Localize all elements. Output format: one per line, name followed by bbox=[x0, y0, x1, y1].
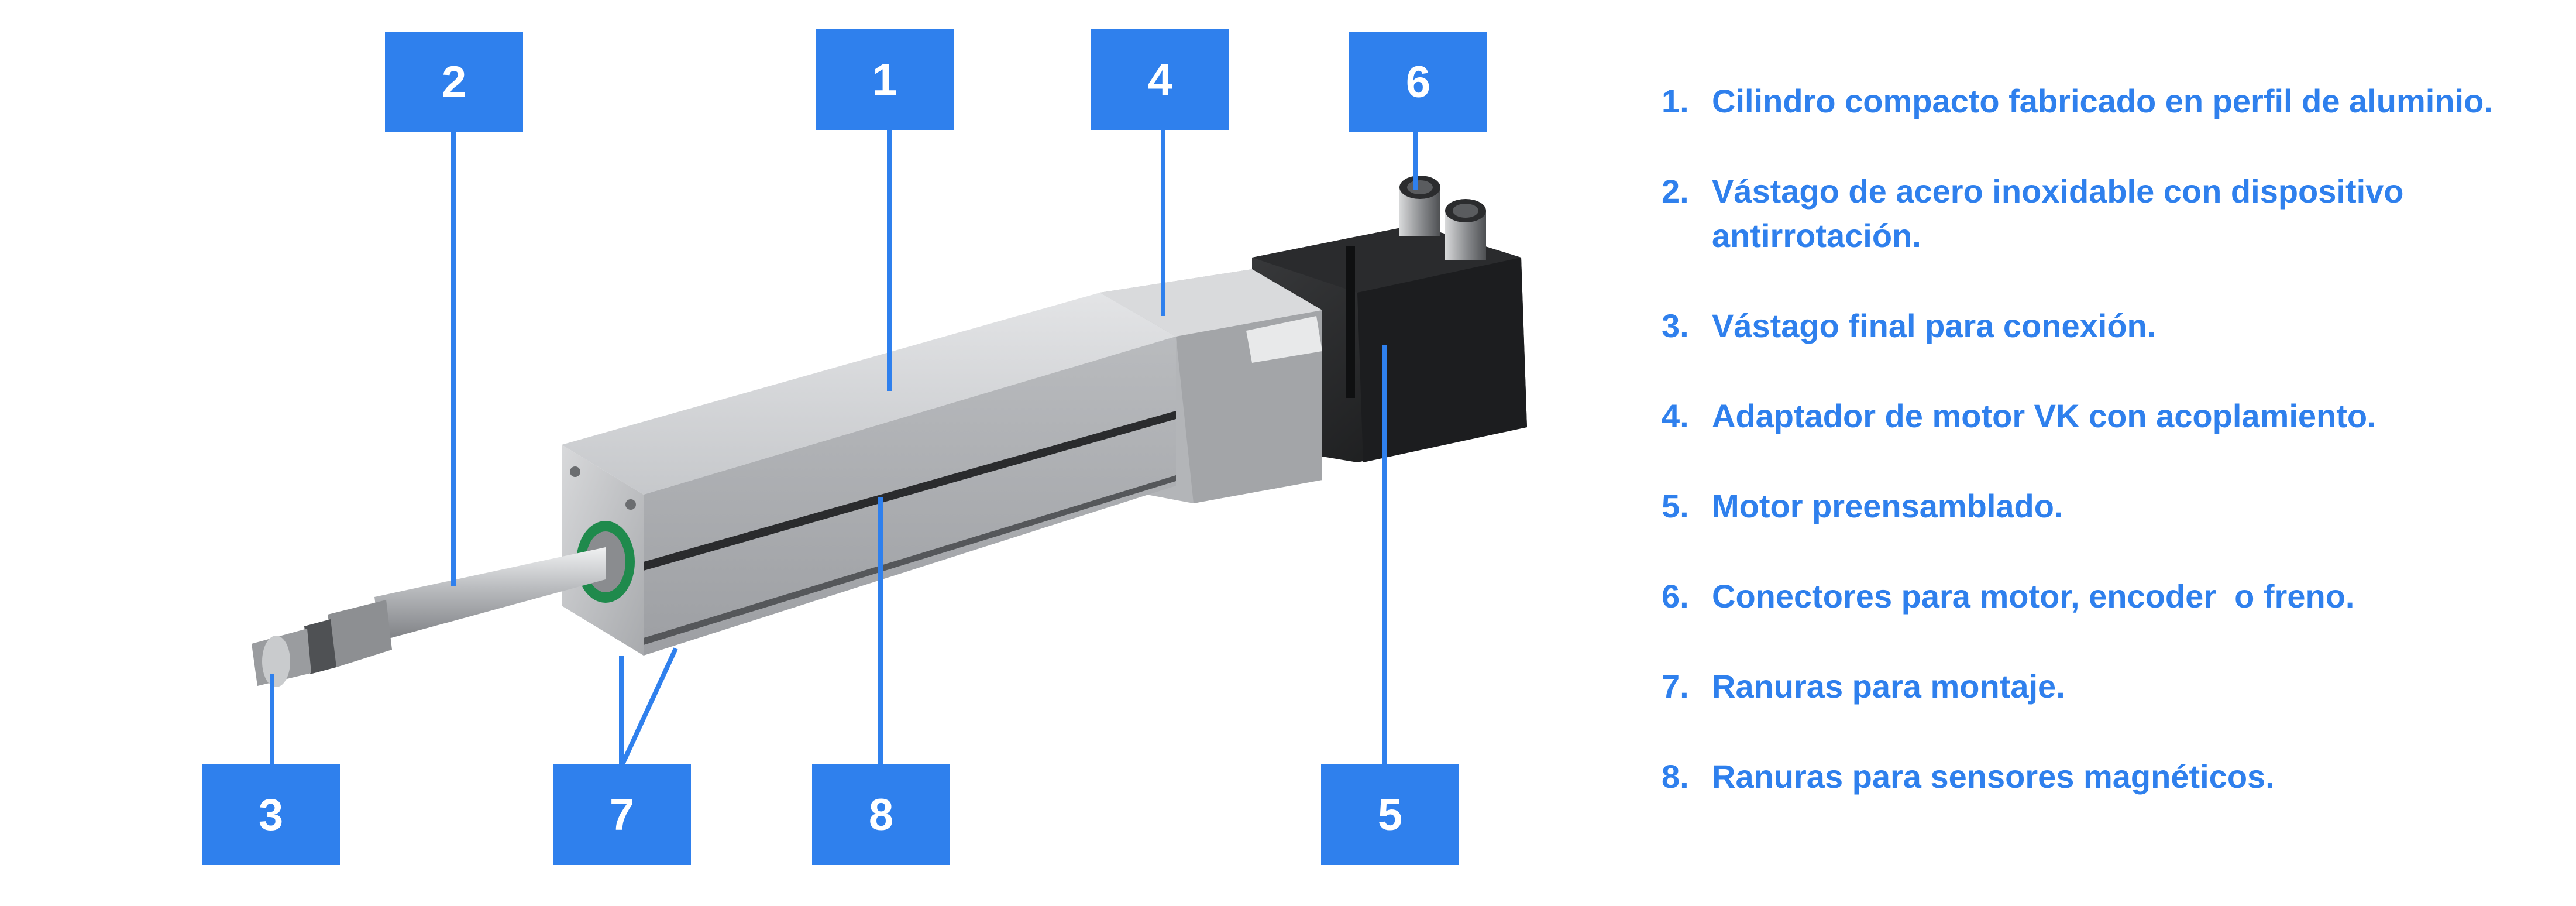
legend-number: 1. bbox=[1662, 83, 1689, 119]
leader-lines bbox=[270, 129, 1418, 768]
legend-number: 2. bbox=[1662, 173, 1689, 210]
legend-text: Ranuras para montaje. bbox=[1712, 668, 2065, 705]
legend-text: Adaptador de motor VK con acoplamiento. bbox=[1712, 397, 2376, 434]
legend-text: Cilindro compacto fabricado en perfil de… bbox=[1712, 83, 2493, 119]
legend-item-5: 5. Motor preensamblado. bbox=[1662, 484, 2563, 528]
legend-item-8: 8. Ranuras para sensores magnéticos. bbox=[1662, 754, 2563, 799]
legend-number: 3. bbox=[1662, 307, 1689, 344]
motor-adapter bbox=[1100, 269, 1322, 503]
callout-1: 1 bbox=[816, 29, 954, 130]
piston-rod bbox=[252, 547, 606, 687]
callout-3: 3 bbox=[202, 764, 340, 865]
callout-8: 8 bbox=[812, 764, 950, 865]
callout-4: 4 bbox=[1091, 29, 1229, 130]
legend-number: 6. bbox=[1662, 578, 1689, 615]
aluminium-profile bbox=[562, 293, 1176, 656]
legend-text: Vástago final para conexión. bbox=[1712, 307, 2157, 344]
legend-list: 1. Cilindro compacto fabricado en perfil… bbox=[1662, 79, 2563, 799]
legend-item-2: 2. Vástago de acero inoxidable con dispo… bbox=[1662, 169, 2563, 258]
legend-item-3: 3. Vástago final para conexión. bbox=[1662, 304, 2563, 348]
leader-7b bbox=[619, 647, 678, 768]
legend-item-6: 6. Conectores para motor, encoder o fren… bbox=[1662, 574, 2563, 619]
legend-item-1: 1. Cilindro compacto fabricado en perfil… bbox=[1662, 79, 2563, 123]
legend-number: 5. bbox=[1662, 488, 1689, 524]
legend-number: 4. bbox=[1662, 397, 1689, 434]
legend-text: Conectores para motor, encoder o freno. bbox=[1712, 578, 2355, 615]
callout-6: 6 bbox=[1349, 32, 1487, 132]
legend-text: Vástago de acero inoxidable con disposit… bbox=[1712, 173, 2404, 254]
legend-number: 8. bbox=[1662, 758, 1689, 795]
legend-number: 7. bbox=[1662, 668, 1689, 705]
callout-2: 2 bbox=[385, 32, 523, 132]
callout-5: 5 bbox=[1321, 764, 1459, 865]
legend-item-4: 4. Adaptador de motor VK con acoplamient… bbox=[1662, 394, 2563, 438]
legend-text: Ranuras para sensores magnéticos. bbox=[1712, 758, 2275, 795]
callout-7: 7 bbox=[553, 764, 691, 865]
legend-text: Motor preensamblado. bbox=[1712, 488, 2063, 524]
legend-item-7: 7. Ranuras para montaje. bbox=[1662, 664, 2563, 709]
